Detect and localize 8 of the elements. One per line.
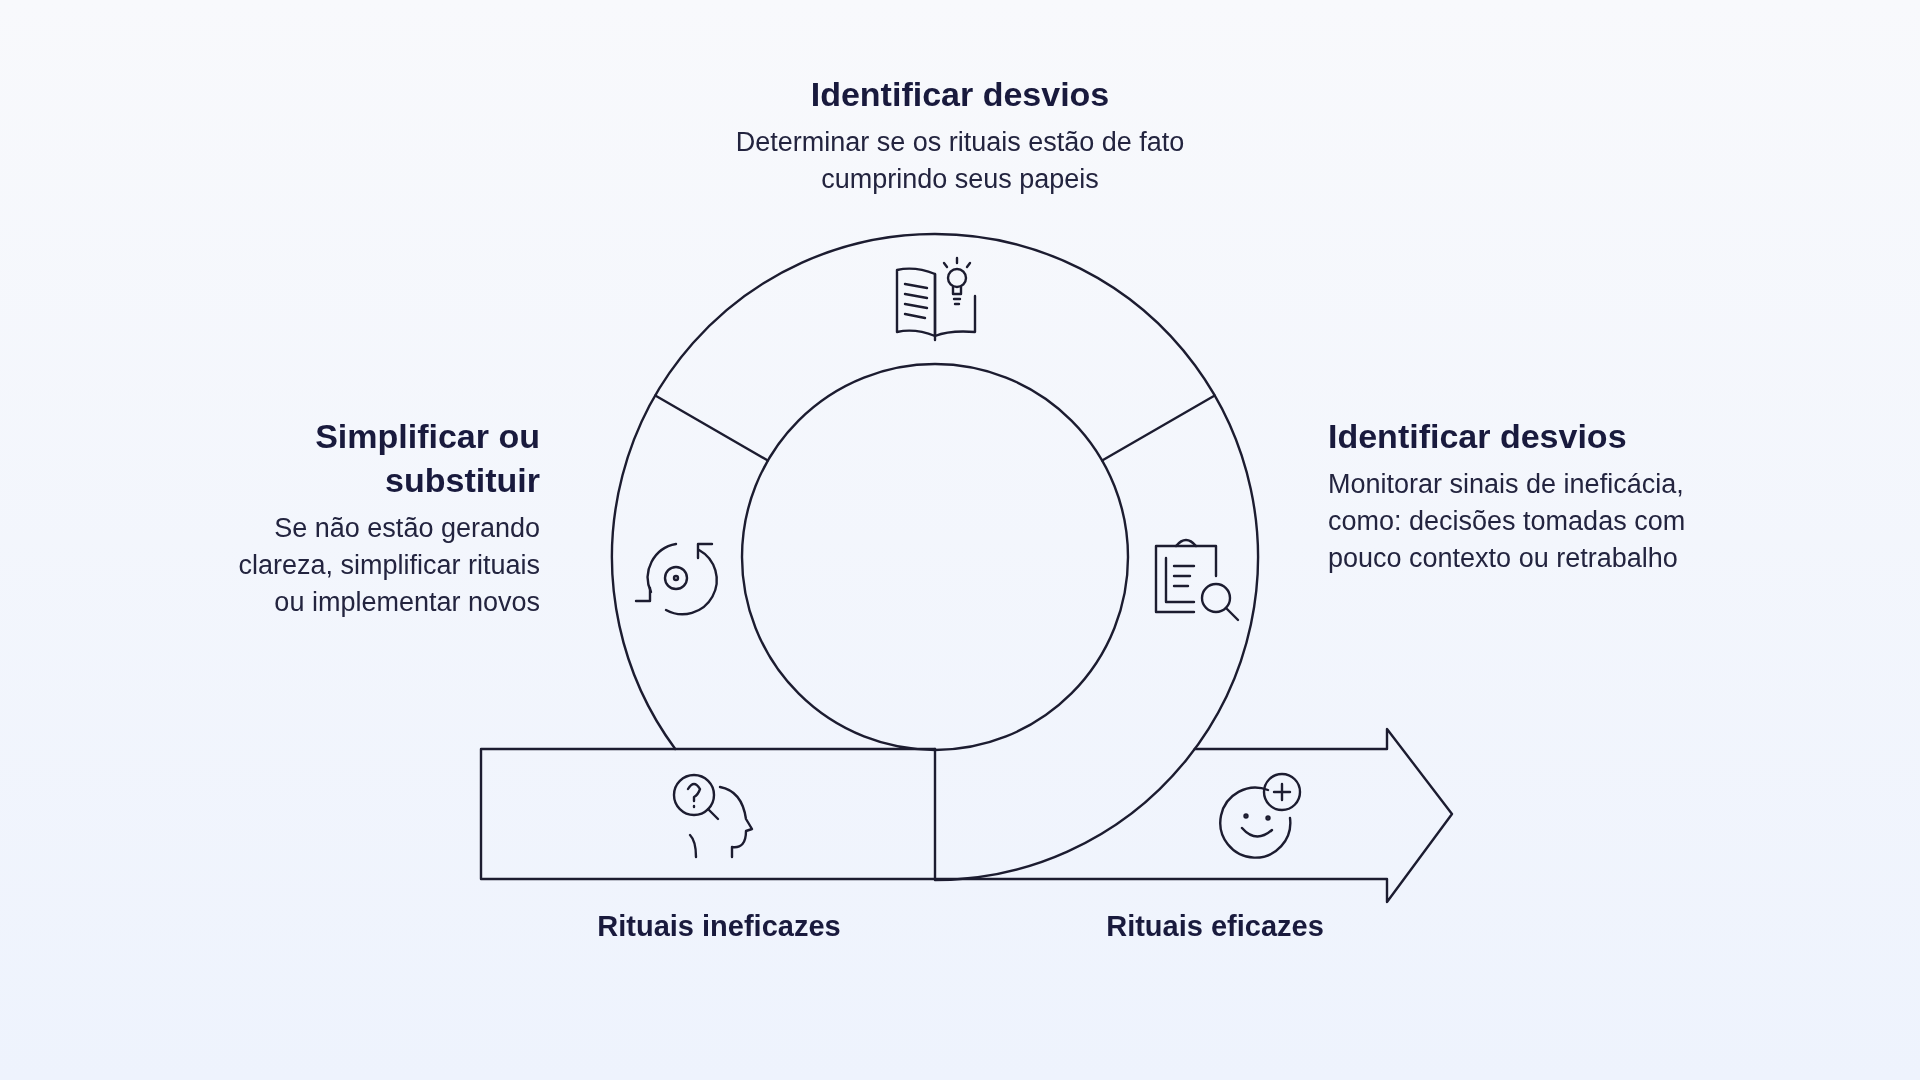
outcome-label: Rituais eficazes [1106, 910, 1324, 943]
step-description: Se não estão gerando clareza, simplificar rituais ou implementar novos [237, 512, 540, 619]
step-description: Monitorar sinais de ineficácia, como: decisões tomadas com pouco contexto ou retrabalho [1328, 468, 1687, 575]
step-heading: Identificar desvios [1328, 416, 1628, 457]
step-description: Determinar se os rituais estão de fato cumprindo seus papeis [734, 126, 1186, 196]
step-heading: Simplificar ou substituir [314, 416, 540, 501]
step-heading: Identificar desvios [809, 74, 1111, 115]
outcome-label: Rituais ineficazes [597, 910, 841, 943]
